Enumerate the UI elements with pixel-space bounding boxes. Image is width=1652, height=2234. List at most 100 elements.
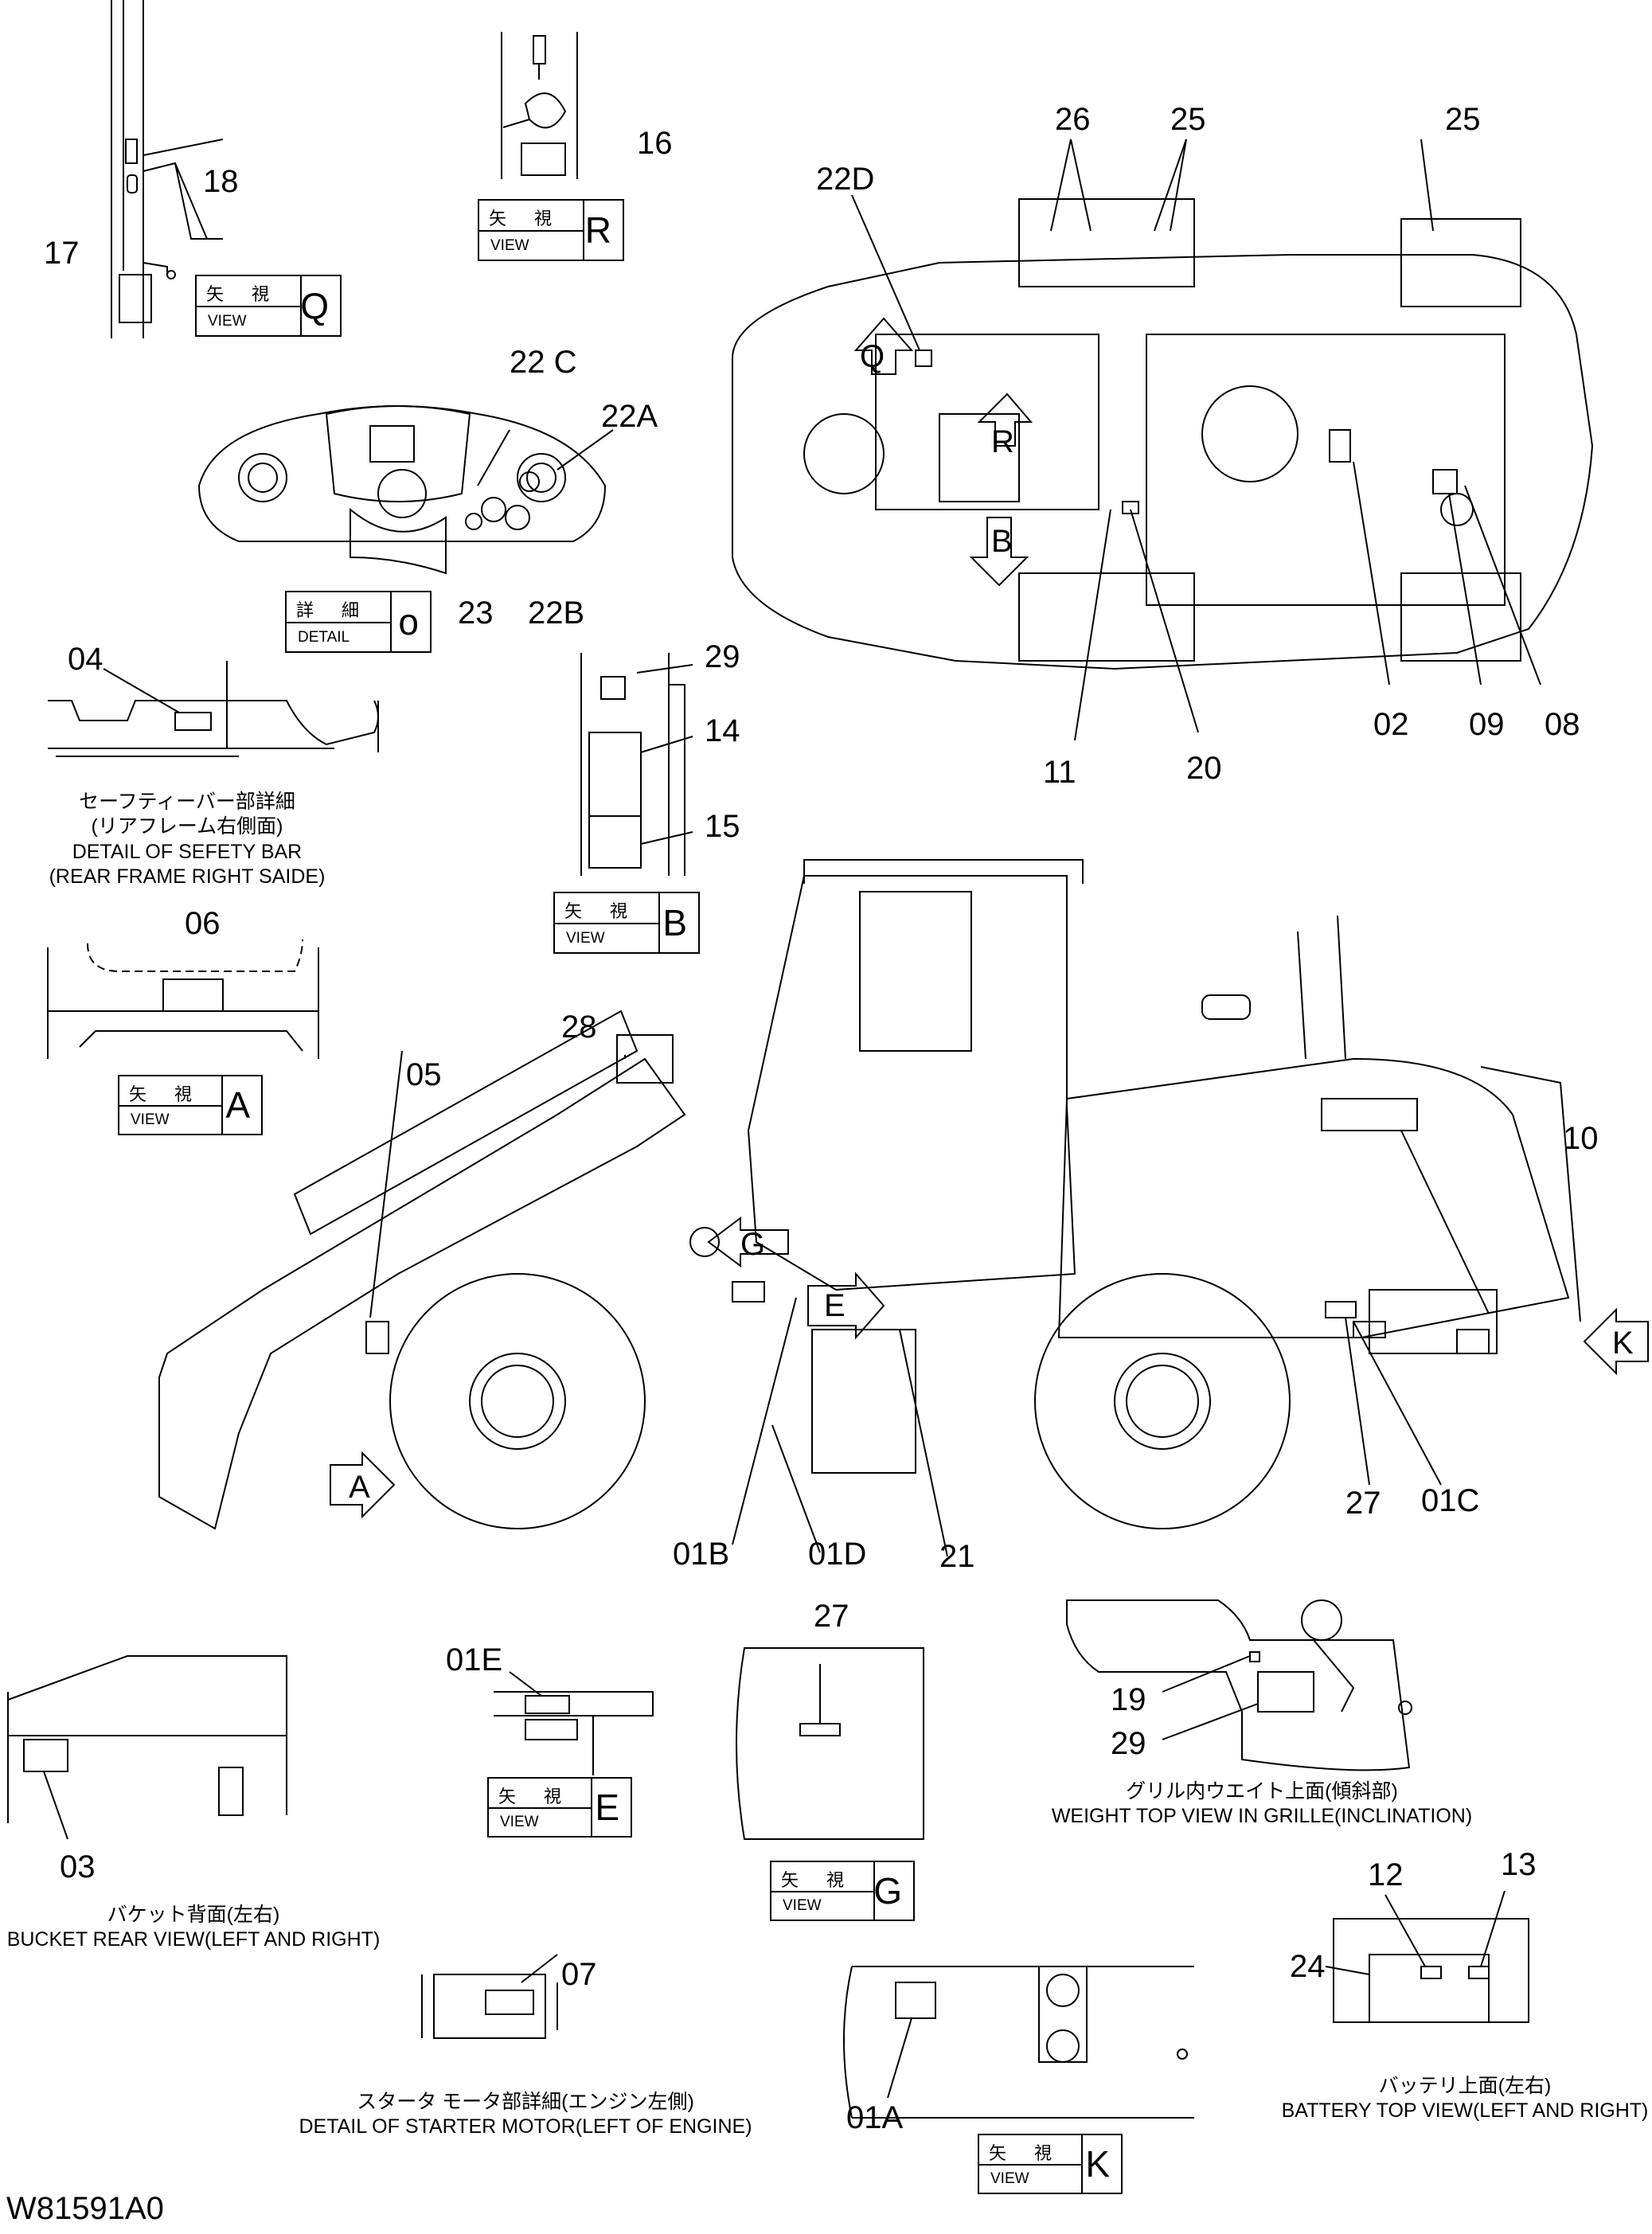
callout-04: 04 <box>68 642 103 677</box>
callout-15: 15 <box>705 809 740 844</box>
caption-line: DETAIL OF STARTER MOTOR(LEFT OF ENGINE) <box>299 2115 752 2138</box>
view-g-detail <box>736 1648 924 1839</box>
view-box-g-jp: 矢 視 <box>781 1871 855 1891</box>
view-box-b-jp: 矢 視 <box>564 902 639 922</box>
view-e-detail <box>494 1672 653 1775</box>
caption-bucket-rear: バケット背面(左右) BUCKET REAR VIEW(LEFT AND RIG… <box>7 1903 381 1953</box>
callout-24: 24 <box>1290 1949 1326 1984</box>
view-box-r-en: VIEW <box>490 237 529 254</box>
callout-09: 09 <box>1469 707 1505 742</box>
view-box-a-jp: 矢 視 <box>129 1085 203 1105</box>
caption-safety-bar: セーフティーバー部詳細 (リアフレーム右側面) DETAIL OF SEFETY… <box>49 790 326 889</box>
callout-12: 12 <box>1368 1857 1404 1892</box>
view-box-e-en: VIEW <box>500 1814 539 1830</box>
view-box-k-jp: 矢 視 <box>989 2144 1063 2164</box>
view-box-g-letter: G <box>873 1870 902 1912</box>
arrow-label-r: R <box>991 424 1014 459</box>
battery-top-detail <box>1326 1891 1529 2022</box>
view-box-k-letter: K <box>1085 2143 1110 2185</box>
view-box-e-jp: 矢 視 <box>498 1787 572 1807</box>
callout-27: 27 <box>1345 1486 1381 1521</box>
machine-side-view <box>159 860 1648 1556</box>
callout-01a: 01A <box>846 2100 904 2135</box>
view-box-r-letter: R <box>584 209 611 251</box>
bucket-rear-detail <box>8 1656 287 1839</box>
callout-19: 19 <box>1111 1682 1146 1717</box>
callout-29: 29 <box>705 639 740 674</box>
callout-01e: 01E <box>446 1642 503 1677</box>
detail-o-dashboard <box>199 406 613 573</box>
view-box-q-jp: 矢 視 <box>206 285 280 305</box>
callout-29: 29 <box>1111 1726 1146 1761</box>
caption-line: DETAIL OF SEFETY BAR <box>72 840 303 863</box>
callout-01d: 01D <box>808 1537 867 1572</box>
caption-line: BUCKET REAR VIEW(LEFT AND RIGHT) <box>6 1928 381 1951</box>
view-box-q-en: VIEW <box>208 313 247 330</box>
detail-box-o: 詳 細 DETAIL o <box>285 591 432 653</box>
caption-line: グリル内ウエイト上面(傾斜部) <box>1126 1780 1398 1802</box>
callout-18: 18 <box>203 164 239 199</box>
arrow-label-e: E <box>824 1288 846 1323</box>
arrow-label-b: B <box>991 524 1013 559</box>
view-box-q-letter: Q <box>300 285 329 326</box>
callout-25: 25 <box>1445 102 1481 137</box>
callout-11: 11 <box>1043 755 1076 790</box>
callout-20: 20 <box>1186 751 1222 786</box>
callout-22a: 22A <box>601 399 658 434</box>
view-box-k: 矢 視 VIEW K <box>978 2134 1123 2194</box>
caption-line: スタータ モータ部詳細(エンジン左側) <box>357 2091 694 2113</box>
callout-23: 23 <box>458 596 494 631</box>
caption-battery-top: バッテリ上面(左右) BATTERY TOP VIEW(LEFT AND RIG… <box>1282 2074 1649 2124</box>
callout-05: 05 <box>406 1057 442 1092</box>
safety-bar-detail <box>48 661 378 756</box>
arrow-label-k: K <box>1612 1326 1634 1361</box>
callout-17: 17 <box>44 236 80 271</box>
caption-line: WEIGHT TOP VIEW IN GRILLE(INCLINATION) <box>1051 1805 1473 1828</box>
callout-03: 03 <box>60 1849 96 1884</box>
arrow-label-q: Q <box>860 339 885 374</box>
view-box-q: 矢 視 VIEW Q <box>195 275 342 337</box>
caption-line: (リアフレーム右側面) <box>91 815 283 838</box>
callout-07: 07 <box>561 1957 597 1992</box>
callout-28: 28 <box>561 1010 597 1045</box>
callout-14: 14 <box>705 713 740 748</box>
callout-01b: 01B <box>673 1537 730 1572</box>
caption-line: バッテリ上面(左右) <box>1378 2075 1552 2097</box>
detail-box-o-en: DETAIL <box>298 629 350 646</box>
detail-box-o-jp: 詳 細 <box>296 601 370 621</box>
view-box-b-letter: B <box>662 902 687 943</box>
callout-08: 08 <box>1545 707 1580 742</box>
view-box-r-jp: 矢 視 <box>489 209 563 229</box>
weight-grille-detail <box>1067 1600 1412 1770</box>
caption-weight-grille: グリル内ウエイト上面(傾斜部) WEIGHT TOP VIEW IN GRILL… <box>1052 1779 1472 1830</box>
view-box-r: 矢 視 VIEW R <box>478 199 624 261</box>
callout-22b: 22B <box>528 596 585 631</box>
view-box-e-letter: E <box>595 1787 619 1828</box>
callout-22d: 22D <box>816 162 875 197</box>
machine-top-view <box>732 139 1592 740</box>
arrow-label-g: G <box>740 1227 766 1262</box>
caption-line: (REAR FRAME RIGHT SAIDE) <box>49 865 326 888</box>
view-box-k-en: VIEW <box>990 2170 1029 2187</box>
view-a-detail <box>48 939 318 1059</box>
view-box-g: 矢 視 VIEW G <box>770 1861 915 1921</box>
callout-27: 27 <box>814 1599 849 1634</box>
drawing-number: W81591A0 <box>6 2191 164 2226</box>
view-q-detail <box>111 0 223 338</box>
callout-26: 26 <box>1055 102 1091 137</box>
caption-starter-motor: スタータ モータ部詳細(エンジン左側) DETAIL OF STARTER MO… <box>299 2090 752 2140</box>
callout-25: 25 <box>1170 102 1206 137</box>
view-r-detail <box>502 32 577 179</box>
view-box-b: 矢 視 VIEW B <box>553 892 700 954</box>
callout-13: 13 <box>1501 1847 1537 1882</box>
callout-22c: 22 C <box>510 345 577 380</box>
starter-motor-detail <box>422 1955 557 2038</box>
arrow-label-a: A <box>349 1470 370 1505</box>
view-box-a: 矢 視 VIEW A <box>118 1075 263 1135</box>
view-b-detail <box>581 653 693 876</box>
caption-line: BATTERY TOP VIEW(LEFT AND RIGHT) <box>1281 2099 1649 2123</box>
view-box-a-letter: A <box>225 1084 250 1126</box>
view-k-detail <box>844 1966 1194 2118</box>
callout-02: 02 <box>1373 707 1409 742</box>
